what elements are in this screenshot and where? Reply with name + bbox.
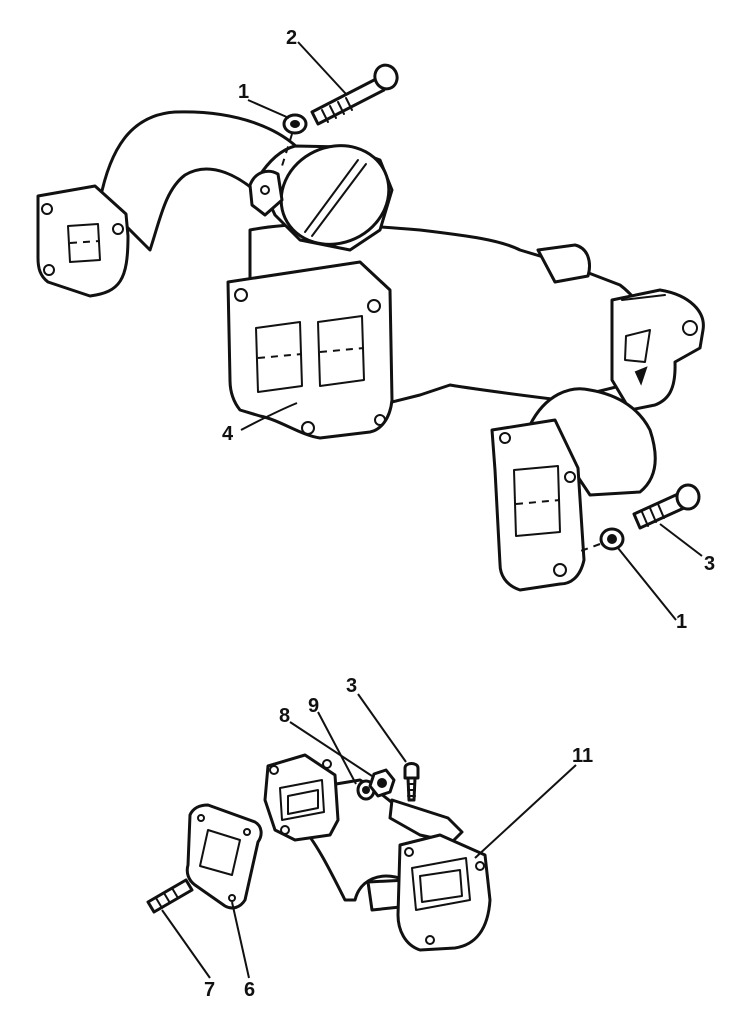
manifold-small xyxy=(263,753,492,952)
washer-top xyxy=(281,113,308,167)
callout-6: 6 xyxy=(244,979,255,1001)
callout-9: 9 xyxy=(308,695,319,717)
callout-8: 8 xyxy=(279,705,290,727)
bolt-right xyxy=(632,483,701,530)
exhaust-manifold xyxy=(36,110,705,592)
bolt-small xyxy=(403,762,420,802)
callout-3-top: 3 xyxy=(704,553,715,575)
stud xyxy=(146,878,194,914)
callout-7: 7 xyxy=(204,979,215,1001)
callout-2: 2 xyxy=(286,27,297,49)
leaders xyxy=(161,41,703,979)
washer-right xyxy=(577,527,625,553)
callout-1-top: 1 xyxy=(238,81,249,103)
callout-11: 11 xyxy=(572,745,593,767)
callout-3-bottom: 3 xyxy=(346,675,357,697)
callout-4: 4 xyxy=(222,423,234,445)
washer-nut xyxy=(356,768,396,801)
gasket xyxy=(185,803,263,910)
bolt-top xyxy=(310,63,399,126)
callout-1-bottom: 1 xyxy=(676,611,687,633)
